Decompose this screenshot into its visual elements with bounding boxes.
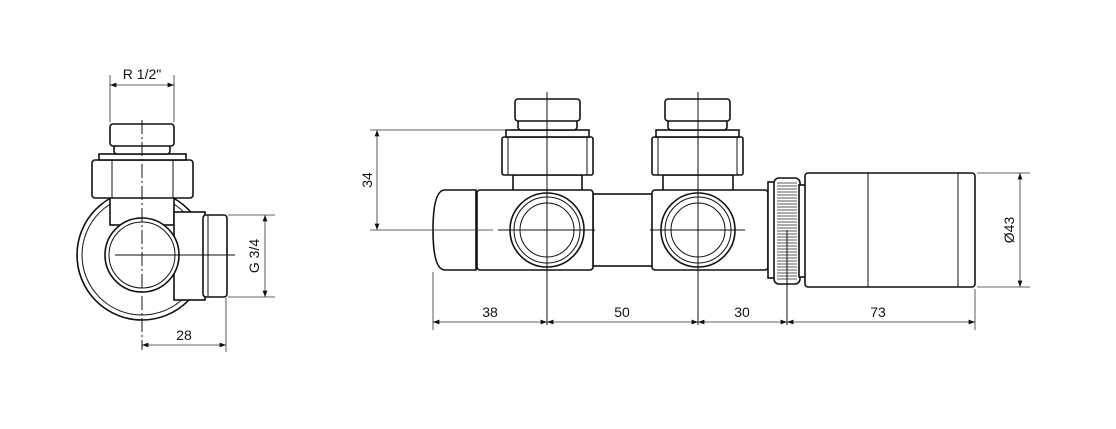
- dim-73: 73: [870, 304, 886, 320]
- side-view: R 1/2" G 3/4 28: [76, 66, 275, 352]
- diameter-label: Ø43: [1001, 217, 1017, 244]
- dim-38: 38: [482, 304, 498, 320]
- thread-top-label: R 1/2": [123, 66, 161, 82]
- offset-label: 28: [176, 327, 192, 343]
- dim-30: 30: [734, 304, 750, 320]
- thermostat-head: [804, 172, 976, 288]
- dim-50: 50: [614, 304, 630, 320]
- height-label: 34: [359, 172, 375, 188]
- front-view: 34 Ø43 38 50 30 73: [359, 92, 1030, 330]
- thread-side-label: G 3/4: [246, 239, 262, 273]
